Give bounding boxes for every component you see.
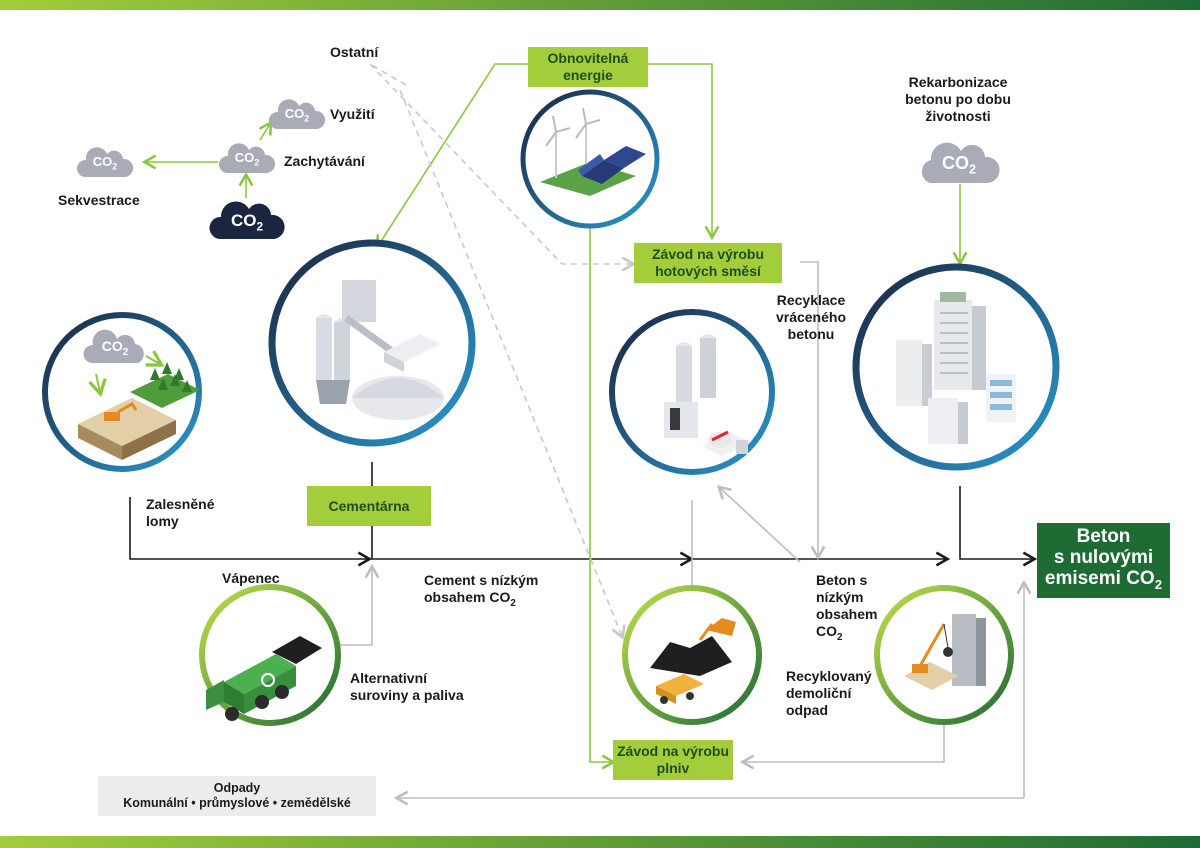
co2-zachytavani-sub: 2 — [254, 157, 260, 168]
final-line3-wrap: emisemi CO2 — [1045, 568, 1162, 595]
cement-nizky-sub: 2 — [510, 597, 516, 609]
box-odpady: Odpady Komunální • průmyslové • zeměděls… — [98, 776, 376, 816]
final-line2: s nulovými — [1053, 547, 1154, 569]
beton-nizky-text: Beton s nízkým obsahem — [816, 572, 878, 622]
co2-vyuziti-text: CO — [284, 106, 305, 121]
co2-rekarbonizace-text: CO — [941, 153, 969, 173]
co2-sekvestrace-sub: 2 — [112, 161, 118, 172]
co2-rekarbonizace-sub: 2 — [968, 162, 976, 177]
beton-nizky-sub: 2 — [837, 631, 843, 643]
wind-solar-icon — [540, 107, 646, 196]
box-beton-nulove-emise: Beton s nulovými emisemi CO2 — [1037, 523, 1170, 598]
box-zavod-plniv: Závod na výrobu plniv — [613, 740, 733, 780]
final-sub: 2 — [1154, 576, 1163, 592]
label-zalesnene: Zalesněné lomy — [146, 496, 215, 529]
co2-main-text: CO — [230, 211, 257, 230]
box-cementarna: Cementárna — [307, 486, 431, 526]
label-sekvestrace: Sekvestrace — [58, 192, 140, 208]
final-line3: emisemi CO — [1044, 568, 1155, 590]
co2-vyuziti-cloud-icon: CO2 — [268, 96, 326, 130]
co2-sekvestrace-cloud-icon: CO2 — [76, 144, 134, 178]
label-alternativni: Alternativní suroviny a paliva — [350, 670, 464, 703]
box-zavod-smesi: Závod na výrobu hotových směsí — [634, 243, 782, 283]
label-vyuziti: Využití — [330, 106, 375, 122]
waste-title: Odpady — [213, 781, 261, 795]
label-recyklovany: Recyklovaný demoliční odpad — [786, 668, 872, 718]
label-beton-nizky: Beton s nízkým obsahem CO2 — [816, 572, 878, 643]
demolition-icon — [904, 614, 986, 690]
dashed-lines — [369, 63, 637, 640]
co2-quarry-cloud-icon: CO2 — [82, 328, 148, 364]
label-cement-nizky: Cement s nízkým obsahem CO2 — [424, 572, 539, 609]
cement-nizky-text: Cement s nízkým obsahem — [424, 572, 539, 605]
energy-lines — [141, 63, 968, 770]
co2-sekvestrace-text: CO — [92, 154, 113, 169]
final-line1: Beton — [1076, 526, 1131, 548]
co2-quarry-text: CO — [101, 338, 123, 354]
co2-main-cloud-icon: CO2 — [208, 197, 286, 241]
bottom-gradient-band — [0, 836, 1200, 848]
top-gradient-band — [0, 0, 1200, 10]
co2-quarry-sub: 2 — [122, 346, 129, 358]
recycling-lines — [335, 261, 1032, 806]
recycling-truck-icon — [206, 636, 322, 721]
co2-vyuziti-sub: 2 — [304, 113, 310, 124]
energy-ring — [520, 89, 660, 229]
label-vapenec: Vápenec — [222, 570, 280, 586]
cement-plant-icon — [316, 280, 444, 420]
label-ostatni: Ostatní — [330, 44, 379, 60]
quarry-icon — [78, 350, 200, 460]
label-recyklace: Recyklace vráceného betonu — [775, 292, 847, 342]
aggregate-plant-icon — [650, 618, 736, 704]
box-obnovitelna-energie: Obnovitelná energie — [528, 47, 648, 87]
label-zachytavani: Zachytávání — [284, 153, 365, 169]
co2-zachytavani-text: CO — [234, 150, 255, 165]
waste-items: Komunální • průmyslové • zemědělské — [123, 796, 351, 810]
city-buildings-icon — [896, 292, 1016, 444]
concrete-plant-icon — [664, 334, 750, 456]
main-flow-line — [129, 462, 1038, 567]
co2-rekarbonizace-cloud-icon: CO2 — [918, 138, 1000, 184]
co2-main-sub: 2 — [256, 219, 264, 234]
label-rekarbonizace: Rekarbonizace betonu po dobu životnosti — [905, 74, 1011, 124]
co2-zachytavani-cloud-icon: CO2 — [218, 140, 276, 174]
